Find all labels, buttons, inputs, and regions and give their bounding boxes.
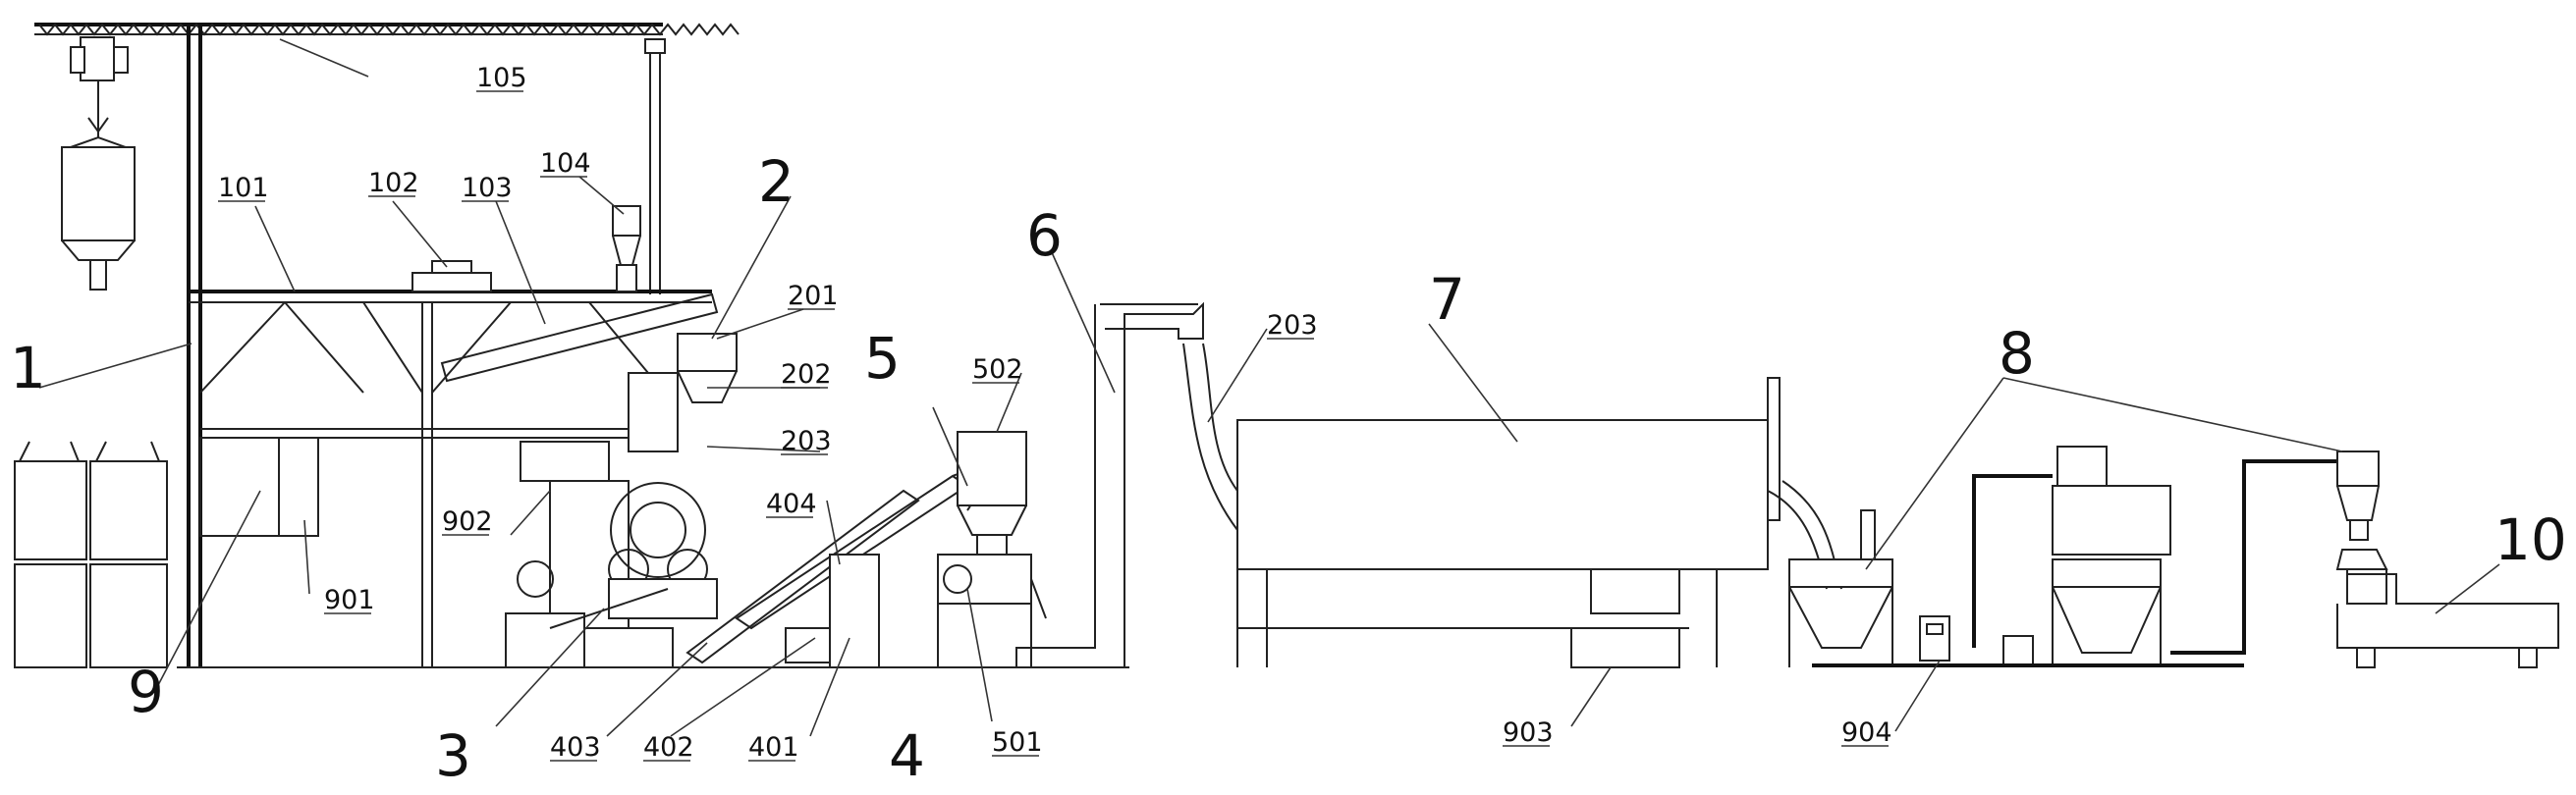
label-4: 4 [889, 722, 925, 789]
label-7: 7 [1429, 266, 1465, 333]
label-902: 902 [442, 506, 493, 537]
label-904: 904 [1841, 717, 1892, 748]
label-2: 2 [758, 148, 795, 215]
overhead-hoist-rail [34, 23, 740, 291]
part-labels: 1 2 3 4 5 6 7 8 9 10 101 102 103 104 105… [10, 63, 2567, 789]
label-404: 404 [766, 489, 817, 519]
label-9: 9 [128, 659, 164, 725]
steel-support-frame [187, 25, 719, 667]
label-402: 402 [643, 732, 694, 763]
label-8: 8 [1999, 320, 2035, 387]
label-underlines [218, 90, 1889, 762]
label-903: 903 [1503, 717, 1554, 748]
label-403: 403 [550, 732, 601, 763]
label-103: 103 [462, 173, 513, 203]
leader-lines [38, 38, 2500, 737]
kneader-unit [505, 333, 738, 668]
label-104: 104 [540, 148, 591, 179]
storage-hoppers [1767, 446, 2357, 667]
inclined-conveyor [685, 472, 976, 668]
label-101: 101 [218, 173, 269, 203]
label-203a: 203 [781, 426, 832, 456]
label-501: 501 [992, 727, 1043, 758]
label-105: 105 [476, 63, 527, 93]
storage-bin-901 [199, 437, 319, 537]
label-401: 401 [748, 732, 799, 763]
label-901: 901 [324, 585, 375, 615]
label-10: 10 [2494, 506, 2567, 573]
label-202: 202 [781, 359, 832, 390]
label-5: 5 [864, 325, 901, 392]
bucket-elevator [1015, 301, 1204, 668]
dryer-drum [1182, 343, 1781, 668]
label-3: 3 [435, 722, 471, 789]
label-1: 1 [10, 335, 46, 401]
label-6: 6 [1026, 202, 1063, 269]
stacked-bulk-bags [14, 441, 168, 668]
label-203b: 203 [1267, 310, 1318, 341]
grinder-unit [937, 431, 1047, 668]
packing-machine [2335, 450, 2559, 668]
label-102: 102 [368, 168, 419, 198]
label-502: 502 [972, 354, 1023, 385]
label-201: 201 [788, 281, 839, 311]
